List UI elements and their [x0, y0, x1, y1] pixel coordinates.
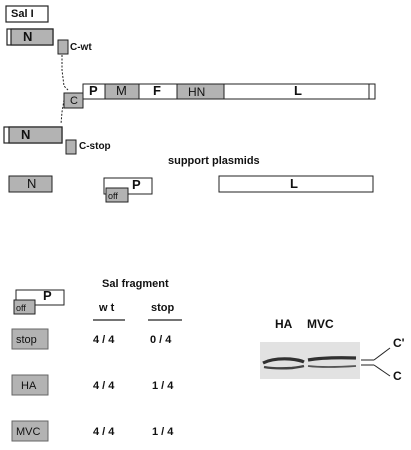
- c-stop-box: [65, 139, 77, 155]
- table-off-label: off: [16, 303, 26, 313]
- l-gene-label: L: [294, 83, 302, 98]
- sal-i-box: [5, 5, 49, 23]
- band-mvc-upper: [307, 356, 357, 362]
- c-wt-label: C-wt: [70, 42, 92, 53]
- band-label-c: C: [393, 369, 402, 383]
- cell-stop-wt: 4 / 4: [93, 334, 115, 346]
- sal-i-label: Sal I: [11, 8, 34, 20]
- m-gene-label: M: [116, 83, 127, 98]
- c-stop-label: C-stop: [79, 141, 111, 152]
- cell-stop-stop: 0 / 4: [150, 334, 172, 346]
- c-gene-label: C: [70, 95, 78, 107]
- sal-fragment-title: Sal fragment: [102, 278, 169, 290]
- cell-ha-wt: 4 / 4: [93, 380, 115, 392]
- plasmid-n-box: [8, 175, 53, 193]
- n-gene-wt: [10, 28, 54, 46]
- row-box-ha: [11, 374, 49, 396]
- connector-bottom: [60, 99, 65, 125]
- band-mvc-lower: [307, 365, 357, 368]
- blot-lane-ha: HA: [275, 317, 293, 331]
- l-gene-box: [223, 83, 376, 100]
- p-gene-label: P: [89, 83, 98, 98]
- cell-mvc-stop: 1 / 4: [152, 426, 174, 438]
- row-label-ha: HA: [21, 380, 37, 392]
- cell-mvc-wt: 4 / 4: [93, 426, 115, 438]
- col-header-wt: w t: [99, 302, 115, 314]
- row-box-mvc: [11, 420, 49, 442]
- n-label-stop: N: [21, 127, 31, 142]
- table-off-box: [13, 299, 36, 315]
- plasmid-l-box: [218, 175, 374, 193]
- row-label-stop: stop: [16, 334, 37, 346]
- blot-lane-mvc: MVC: [307, 317, 334, 331]
- f-gene-label: F: [153, 83, 161, 98]
- plasmid-l-label: L: [290, 176, 298, 191]
- row-box-stop: [11, 328, 49, 350]
- hn-gene-label: HN: [188, 85, 206, 99]
- col-header-stop: stop: [151, 302, 175, 314]
- row-label-mvc: MVC: [16, 426, 41, 438]
- connector-top: [61, 55, 69, 91]
- plasmid-p-label: P: [132, 177, 141, 192]
- c-wt-box: [57, 39, 69, 55]
- plasmid-n-label: N: [27, 176, 37, 191]
- cell-ha-stop: 1 / 4: [152, 380, 174, 392]
- band-ha-upper: [262, 357, 305, 365]
- band-pointer-lower-diag: [373, 364, 391, 377]
- table-p-label: P: [43, 288, 52, 303]
- support-plasmids-title: support plasmids: [168, 155, 260, 167]
- band-pointer-upper-diag: [373, 347, 391, 361]
- band-label-c-prime: C': [393, 336, 405, 350]
- n-label-wt: N: [23, 29, 33, 44]
- plasmid-off-label: off: [108, 191, 118, 201]
- plasmid-off-box: [105, 187, 129, 203]
- n-gene-stop: [8, 126, 63, 144]
- band-ha-lower: [263, 364, 305, 370]
